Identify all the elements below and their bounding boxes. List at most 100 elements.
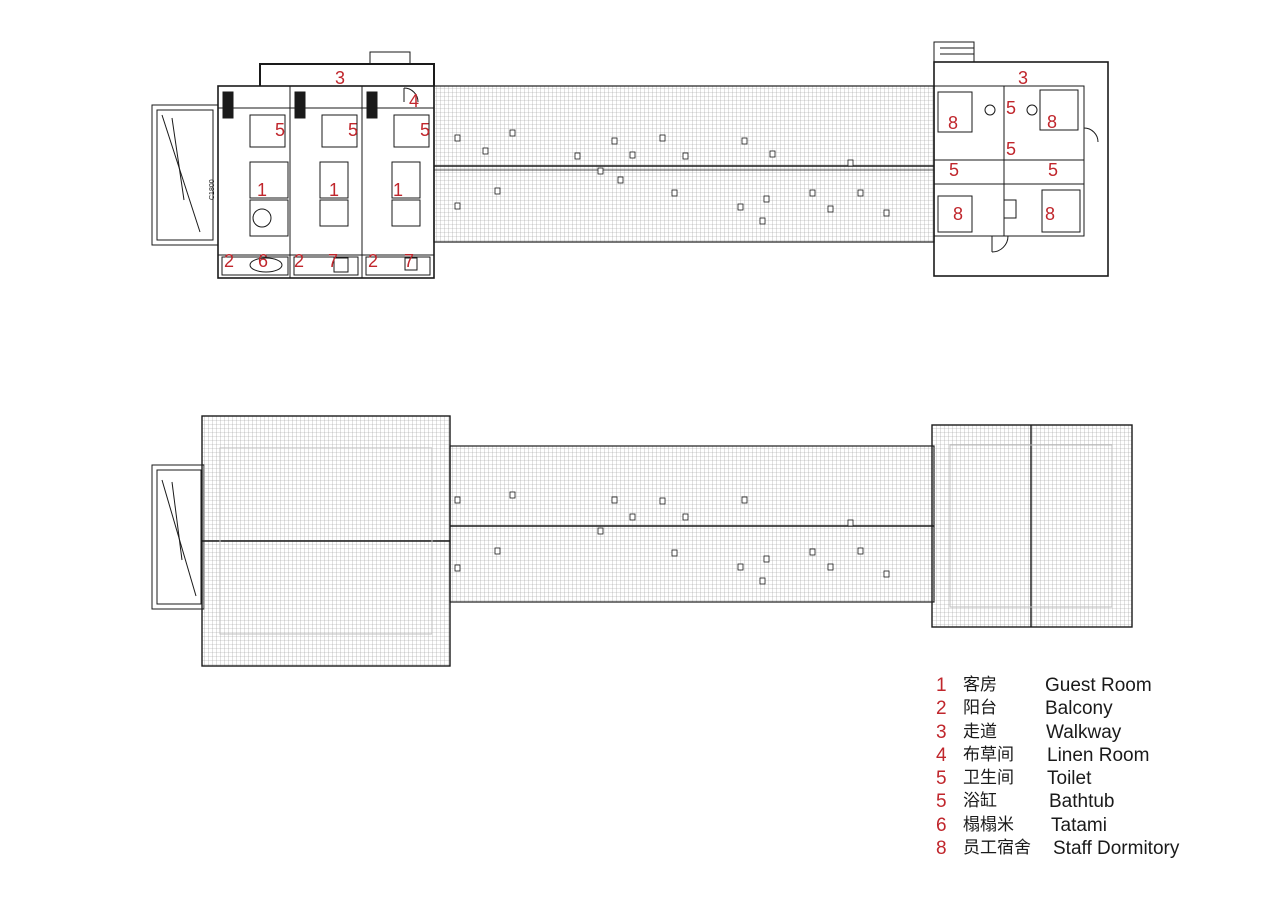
skylight-marker xyxy=(482,147,489,155)
skylight-marker xyxy=(454,134,461,142)
room-label-balcony: 2 xyxy=(368,251,379,271)
corridor-roof-upper xyxy=(433,85,935,243)
skylight-marker xyxy=(847,159,854,167)
skylight-marker xyxy=(809,548,816,556)
skylight-marker xyxy=(809,189,816,197)
legend-number: 5 xyxy=(936,791,947,813)
skylight-marker xyxy=(737,563,744,571)
skylight-marker xyxy=(454,564,461,572)
legend-english-label: Balcony xyxy=(1045,698,1113,720)
legend-number: 6 xyxy=(936,814,947,836)
skylight-marker xyxy=(494,187,501,195)
room-label-toilet: 5 xyxy=(275,120,286,140)
skylight-marker xyxy=(509,491,516,499)
legend-chinese-label: 走道 xyxy=(963,721,997,742)
skylight-marker xyxy=(857,189,864,197)
skylight-marker xyxy=(671,189,678,197)
skylight-marker xyxy=(509,129,516,137)
skylight-marker xyxy=(454,496,461,504)
legend-chinese-label: 阳台 xyxy=(963,698,997,719)
legend-english-label: Bathtub xyxy=(1049,791,1115,813)
skylight-marker xyxy=(629,513,636,521)
legend-item: 2 阳台 Balcony xyxy=(936,697,1236,720)
legend-english-label: Guest Room xyxy=(1045,675,1152,696)
legend-chinese-label: 员工宿舍 xyxy=(963,838,1031,859)
room-label-walkway: 3 xyxy=(335,68,346,88)
skylight-marker xyxy=(682,513,689,521)
room-label-toilet: 5 xyxy=(1048,160,1059,180)
room-label-guest-room: 1 xyxy=(329,180,340,200)
room-label-bathtub: 7 xyxy=(404,251,415,271)
left-terrace-roof xyxy=(151,464,205,610)
room-label-guest-room: 1 xyxy=(393,180,404,200)
skylight-marker xyxy=(769,150,776,158)
room-label-balcony: 2 xyxy=(224,251,235,271)
legend-number: 1 xyxy=(936,675,947,696)
legend-chinese-label: 榻榻米 xyxy=(963,814,1014,835)
skylight-marker xyxy=(611,496,618,504)
skylight-marker xyxy=(883,570,890,578)
legend-english-label: Walkway xyxy=(1046,721,1122,743)
legend-item: 1 客房 Guest Room xyxy=(936,674,1236,697)
skylight-marker xyxy=(597,167,604,175)
legend-chinese-label: 客房 xyxy=(963,675,997,695)
room-label-walkway: 3 xyxy=(1018,68,1029,88)
room-label-toilet: 5 xyxy=(949,160,960,180)
room-label-toilet: 5 xyxy=(1006,98,1017,118)
right-roof-block xyxy=(931,424,1133,628)
legend-number: 2 xyxy=(936,698,947,720)
left-roof-block xyxy=(201,415,451,667)
corridor-roof-lower xyxy=(449,445,935,603)
room-label-toilet: 5 xyxy=(348,120,359,140)
room-label-staff-dormitory: 8 xyxy=(1045,204,1056,224)
legend-number: 5 xyxy=(936,768,947,790)
skylight-marker xyxy=(611,137,618,145)
skylight-marker xyxy=(629,151,636,159)
room-label-toilet: 5 xyxy=(1006,139,1017,159)
legend-item: 8 员工宿舍 Staff Dormitory xyxy=(936,837,1236,860)
legend-item: 6 榻榻米 Tatami xyxy=(936,814,1236,837)
skylight-marker xyxy=(617,176,624,184)
legend-english-label: Linen Room xyxy=(1047,744,1150,766)
legend-english-label: Staff Dormitory xyxy=(1053,838,1180,860)
skylight-marker xyxy=(763,195,770,203)
skylight-marker xyxy=(759,577,766,585)
skylight-marker xyxy=(737,203,744,211)
room-label-linen-room: 4 xyxy=(409,91,420,111)
legend-number: 3 xyxy=(936,721,947,743)
room-label-staff-dormitory: 8 xyxy=(1047,112,1058,132)
guest-room-block xyxy=(217,51,435,279)
room-label-toilet: 5 xyxy=(420,120,431,140)
skylight-marker xyxy=(494,547,501,555)
skylight-marker xyxy=(454,202,461,210)
left-terrace xyxy=(151,104,219,246)
skylight-marker xyxy=(659,497,666,505)
skylight-marker xyxy=(759,217,766,225)
skylight-marker xyxy=(857,547,864,555)
skylight-marker xyxy=(741,496,748,504)
legend-item: 3 走道 Walkway xyxy=(936,721,1236,744)
room-label-tatami: 6 xyxy=(258,251,269,271)
upper-floor-plan: C1800 xyxy=(151,41,1109,279)
room-label-bathtub: 7 xyxy=(328,251,339,271)
legend-number: 4 xyxy=(936,744,947,766)
legend: 1 客房 Guest Room 2 阳台 Balcony 3 走道 Walkwa… xyxy=(936,674,1236,860)
skylight-marker xyxy=(847,519,854,527)
legend-item: 5 卫生间 Toilet xyxy=(936,767,1236,790)
legend-english-label: Toilet xyxy=(1047,768,1092,790)
legend-chinese-label: 卫生间 xyxy=(963,768,1014,789)
legend-item: 5 浴缸 Bathtub xyxy=(936,790,1236,813)
legend-number: 8 xyxy=(936,838,947,860)
skylight-marker xyxy=(574,152,581,160)
skylight-marker xyxy=(827,205,834,213)
skylight-marker xyxy=(597,527,604,535)
legend-english-label: Tatami xyxy=(1051,814,1107,836)
skylight-marker xyxy=(682,152,689,160)
skylight-marker xyxy=(671,549,678,557)
room-label-guest-room: 1 xyxy=(257,180,268,200)
staff-block xyxy=(933,41,1109,277)
room-label-staff-dormitory: 8 xyxy=(953,204,964,224)
legend-chinese-label: 布草间 xyxy=(963,744,1014,765)
room-label-balcony: 2 xyxy=(294,251,305,271)
